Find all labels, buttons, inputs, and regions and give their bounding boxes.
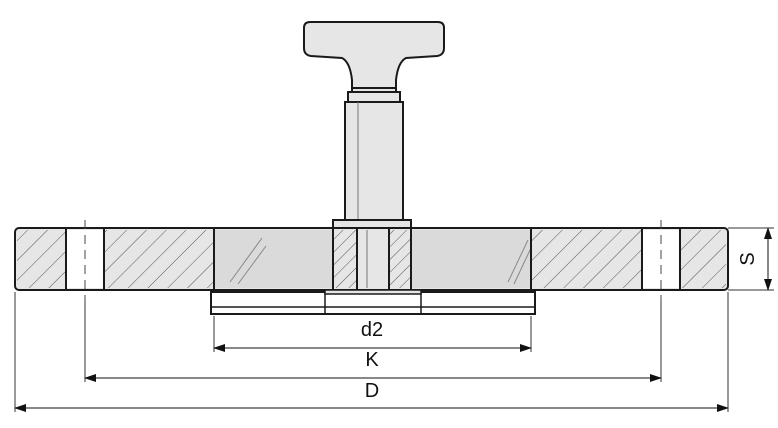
bottom-ring [210,291,536,315]
dimension-label-s: S [737,252,759,265]
bottom-spigot [324,289,422,295]
stem [344,101,404,221]
flange-section-right-outer [680,230,726,288]
extension-lines [14,227,774,412]
t-handle [303,21,445,93]
sight-glass-left [214,230,333,288]
flange-section-right-inner [531,230,642,288]
flange-section-left-outer [17,230,66,288]
bolt-hole-right [641,220,681,300]
stem-collar [347,91,401,103]
flange-section-left-inner [104,230,214,288]
dimension-label-d2: d2 [361,319,383,341]
dimension-label-d: D [365,380,379,402]
sight-glass-right [411,230,532,288]
stem-section-left [333,230,357,288]
stem-section-right [389,230,411,288]
bolt-hole-left [65,220,105,300]
stem-base [332,219,412,229]
stem-bore [357,230,389,288]
dimension-label-k: K [365,349,379,371]
